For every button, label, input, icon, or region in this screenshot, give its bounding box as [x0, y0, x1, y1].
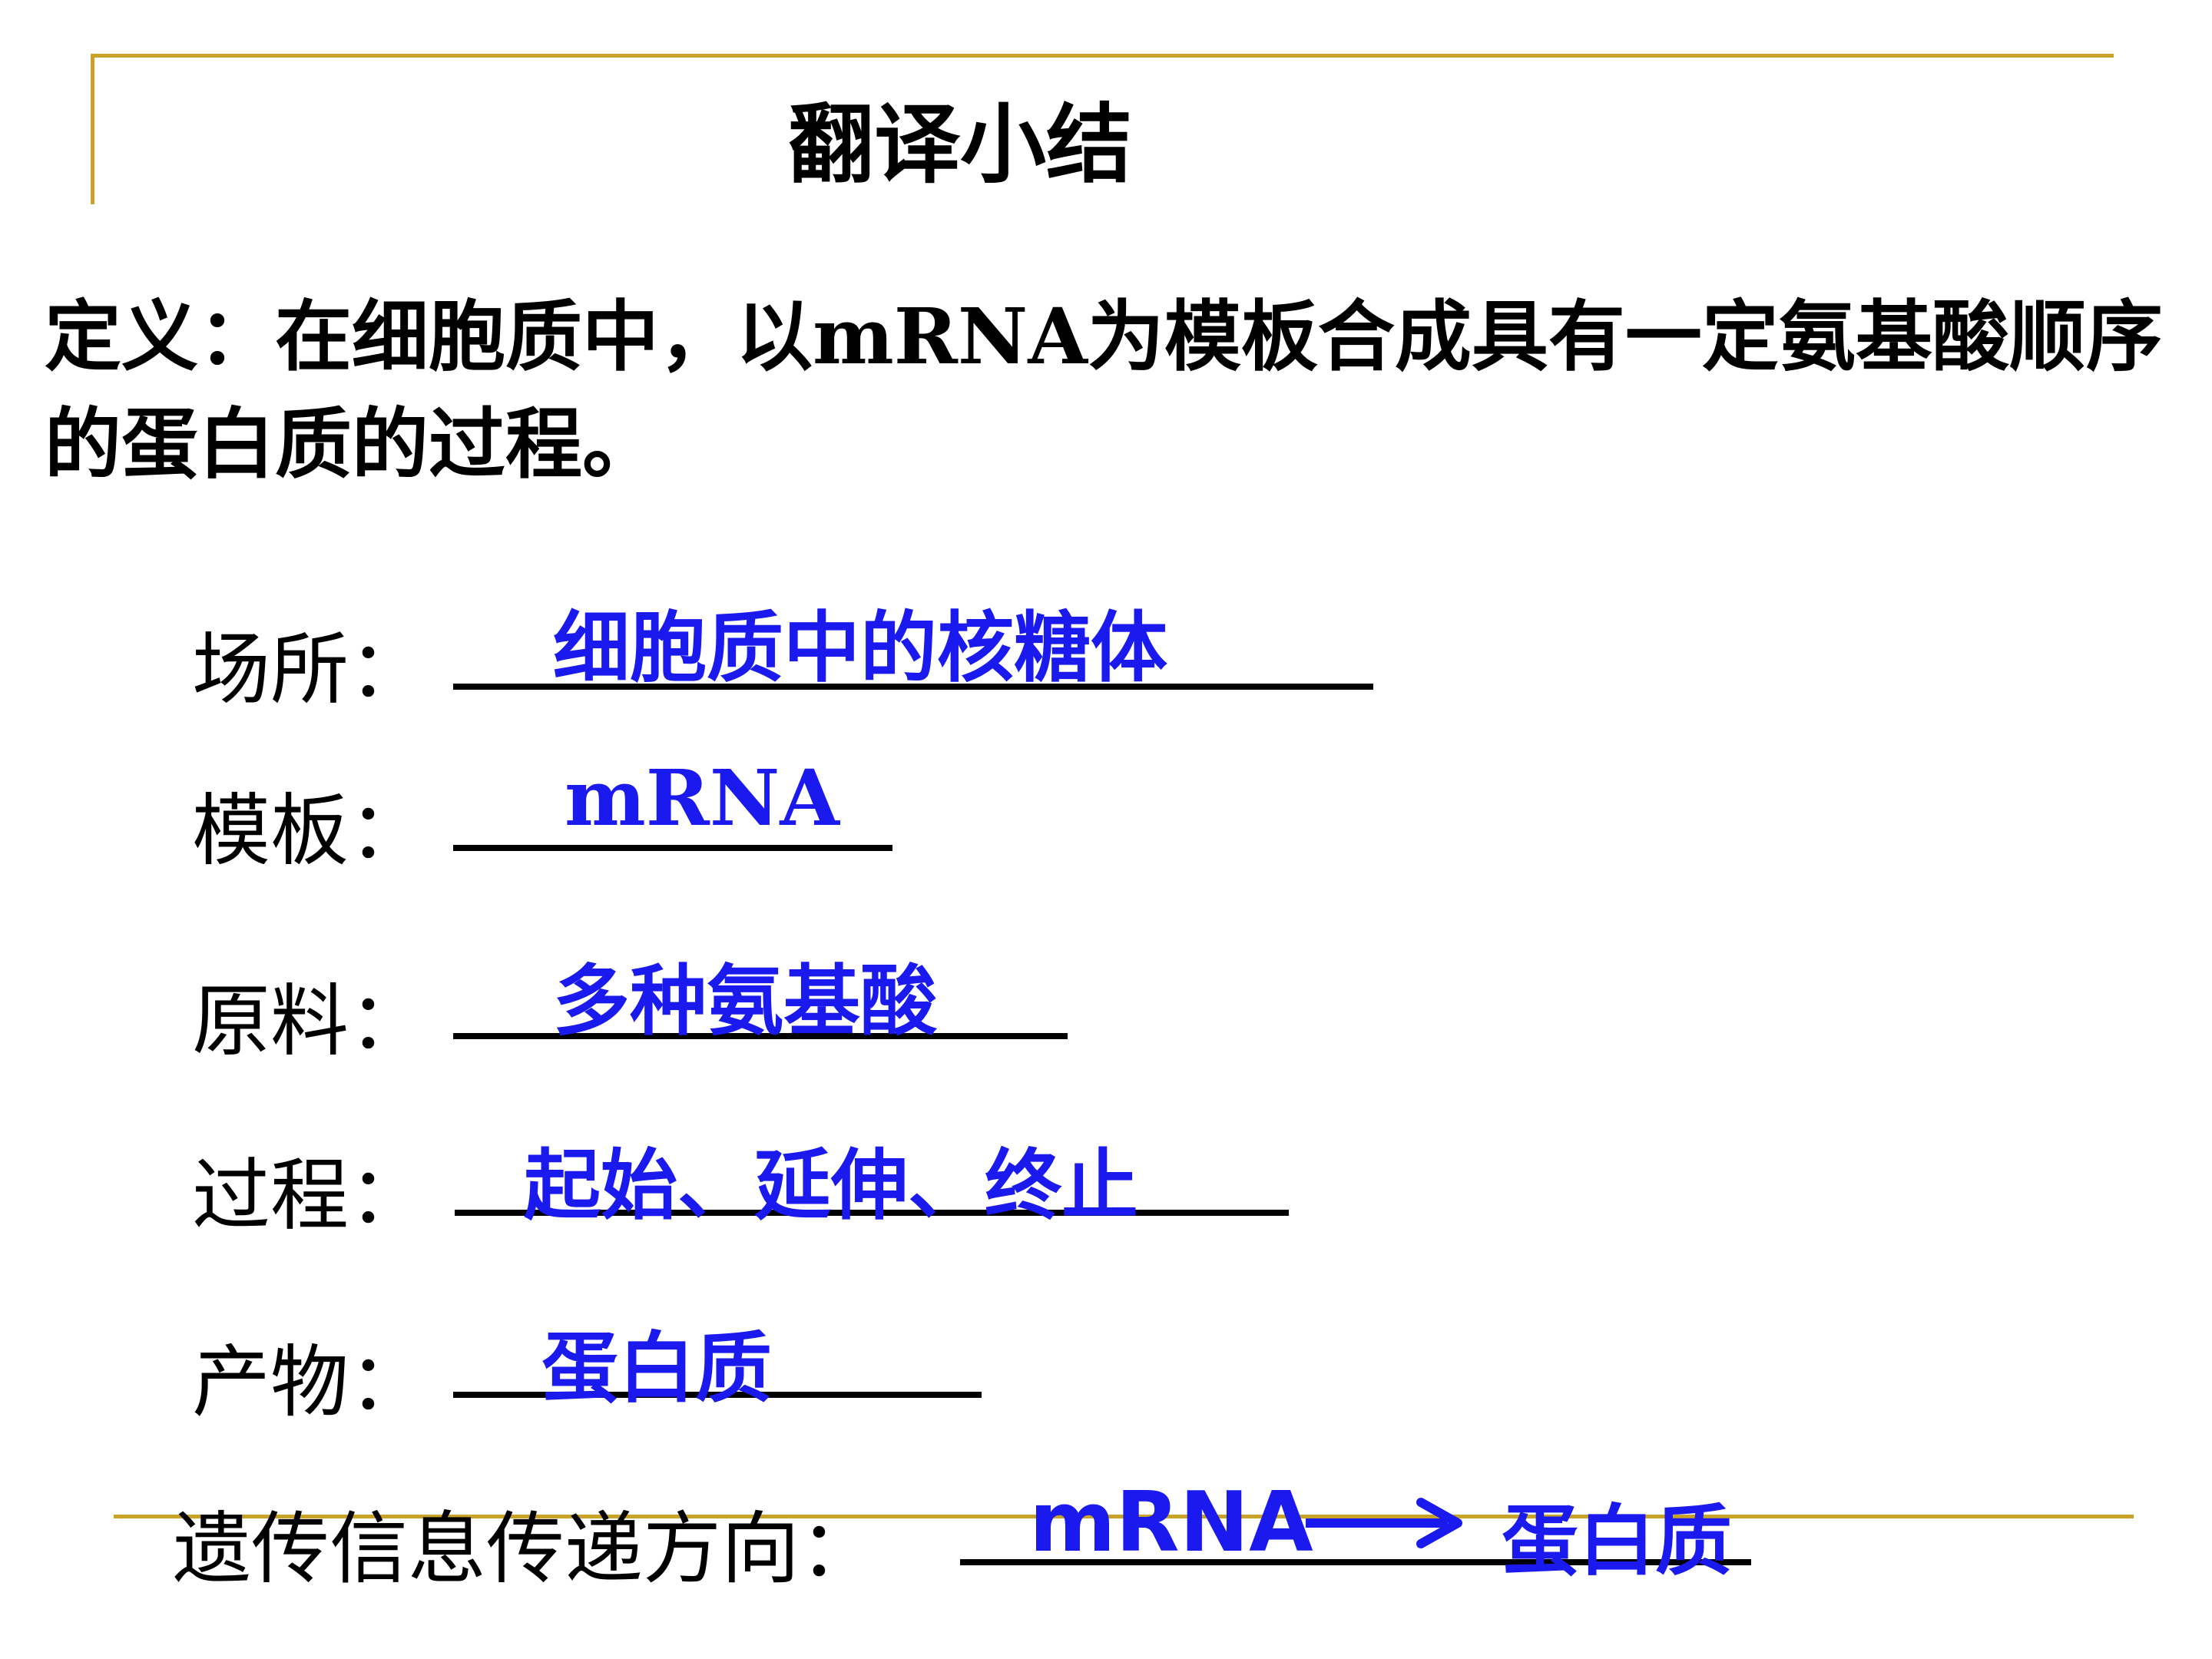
answer-template: mRNA — [565, 753, 839, 843]
flow-from: mRNA — [1029, 1475, 1313, 1571]
answer-blank-product — [453, 1392, 982, 1398]
left-rule — [91, 54, 94, 204]
definition-text: 定义：在细胞质中，以mRNA为模板合成具有一定氨基酸顺序的蛋白质的过程。 — [45, 291, 2163, 489]
answer-product: 蛋白质 — [541, 1323, 772, 1413]
field-label-process: 过程： — [192, 1151, 427, 1242]
right-arrow-icon — [1306, 1498, 1462, 1548]
answer-blank-location — [453, 684, 1373, 690]
page-title: 翻译小结 — [788, 94, 1132, 195]
field-label-product: 产物： — [192, 1337, 427, 1429]
flow-to: 蛋白质 — [1502, 1496, 1732, 1586]
field-label-material: 原料： — [192, 976, 427, 1068]
answer-process: 起始、延伸、终止 — [524, 1141, 1138, 1230]
answer-material: 多种氨基酸 — [553, 956, 937, 1046]
answer-location: 细胞质中的核糖体 — [553, 603, 1167, 693]
answer-blank-flow — [960, 1559, 1751, 1565]
field-label-location: 场所： — [192, 624, 427, 716]
bottom-rule — [114, 1515, 2134, 1518]
answer-blank-material — [453, 1033, 1068, 1039]
top-rule — [92, 54, 2114, 58]
field-label-template: 模板： — [192, 786, 427, 877]
answer-blank-process — [455, 1210, 1289, 1216]
answer-blank-template — [453, 845, 892, 851]
flow-label: 遗传信息传递方向： — [173, 1504, 878, 1595]
